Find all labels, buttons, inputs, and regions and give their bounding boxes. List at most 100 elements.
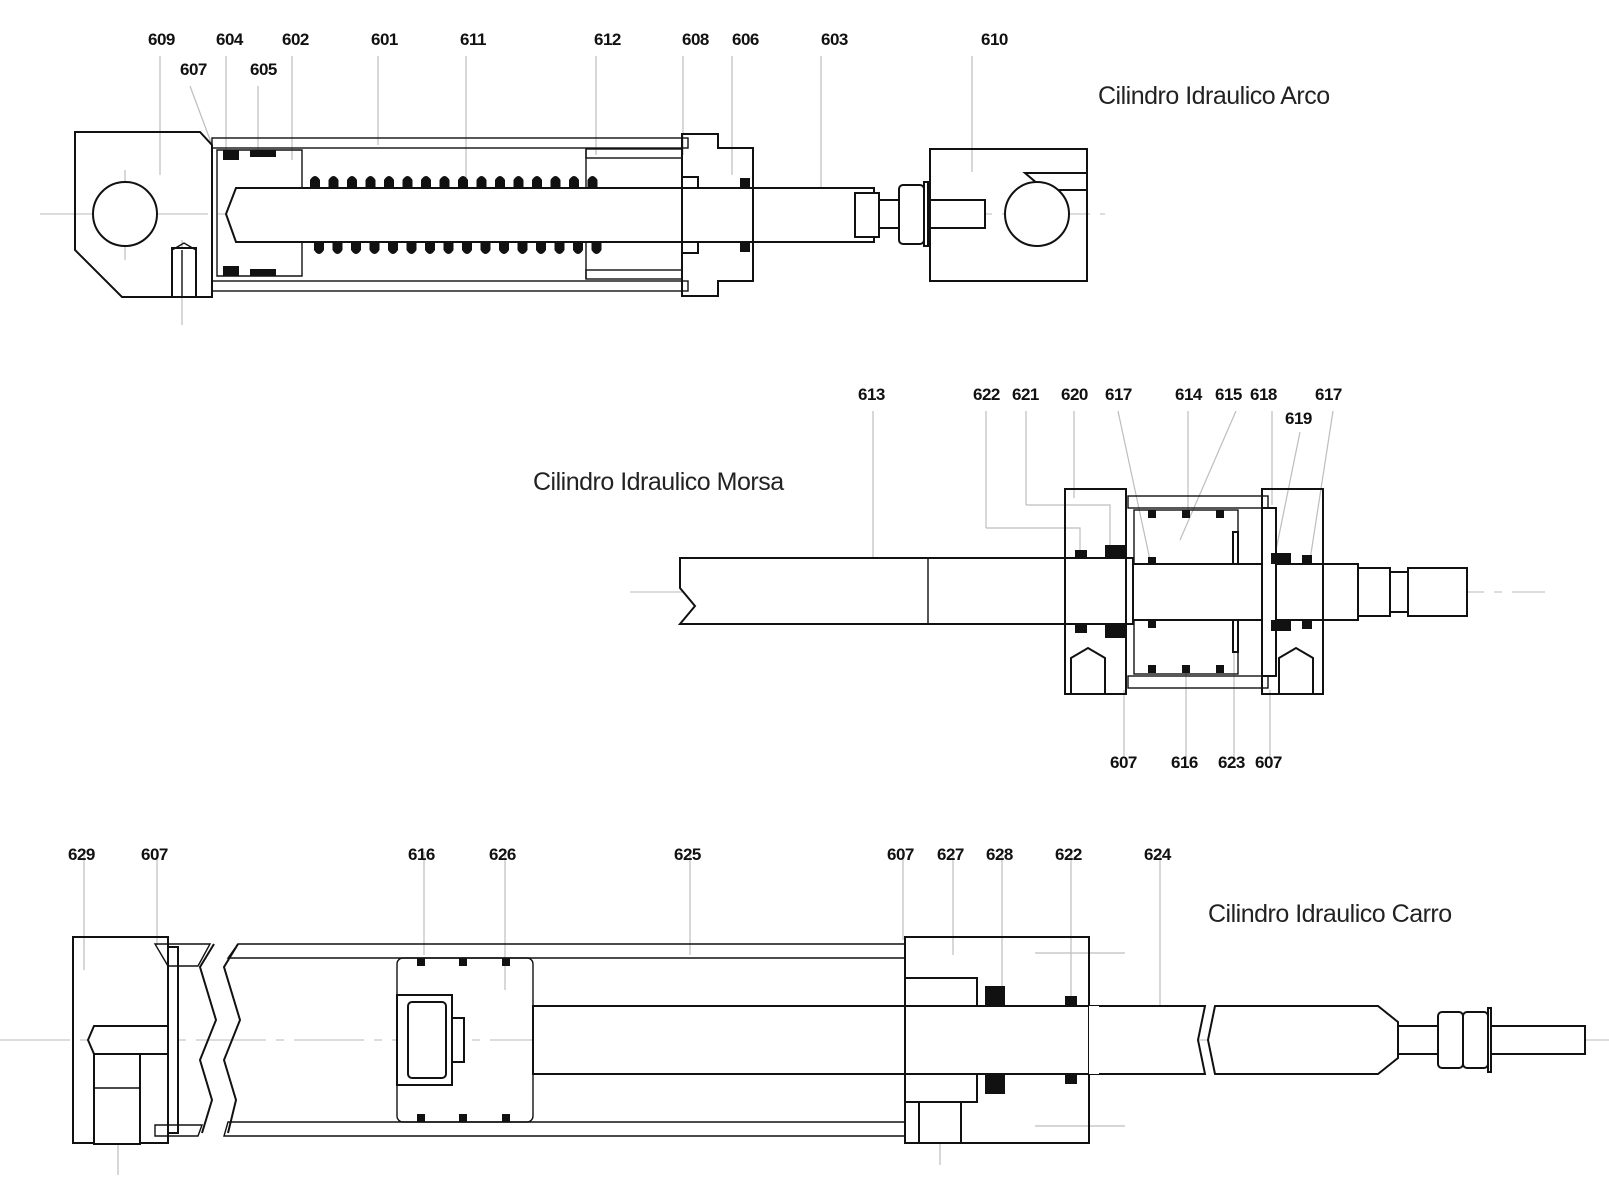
label-607: 607 <box>180 60 207 79</box>
cylinder-carro <box>0 852 1609 1175</box>
spring-coil-top <box>532 176 542 188</box>
label-611: 611 <box>460 30 486 49</box>
spring-coil-bottom <box>406 242 417 254</box>
label-620: 620 <box>1061 385 1088 404</box>
label-615: 615 <box>1215 385 1242 404</box>
label-612: 612 <box>594 30 621 49</box>
label-628: 628 <box>986 845 1013 864</box>
label-605: 605 <box>250 60 277 79</box>
seal-616 <box>417 958 425 966</box>
seal-619 <box>1271 553 1291 564</box>
spring-coil-bottom <box>499 242 509 254</box>
part-603-rod <box>224 187 875 243</box>
part-601-barrel-top <box>211 137 689 149</box>
part-608-head <box>681 133 754 297</box>
spring-coil-bottom <box>351 242 361 254</box>
pivot-hole <box>92 181 158 247</box>
part-625-barrel-top <box>226 943 906 959</box>
spring-coil-bottom <box>425 242 435 254</box>
labels-carro: 629 607 616 626 625 607 627 628 622 624 … <box>68 845 1452 928</box>
label-602: 602 <box>282 30 309 49</box>
part-625-barrel-bottom <box>223 1121 906 1137</box>
spring-coil-top <box>421 176 431 188</box>
spring-coil-bottom <box>369 242 380 254</box>
label-625: 625 <box>674 845 701 864</box>
spring-coil-bottom <box>388 242 398 254</box>
seal-617 <box>1148 557 1156 565</box>
seal-604 <box>223 150 239 160</box>
label-607b: 607 <box>1255 753 1282 772</box>
label-616: 616 <box>408 845 435 864</box>
label-622: 622 <box>973 385 1000 404</box>
spring-coil-top <box>347 176 357 188</box>
part-613-rod <box>677 557 1134 625</box>
seal-622b <box>1065 996 1077 1006</box>
title-carro: Cilindro Idraulico Carro <box>1208 900 1452 928</box>
label-607: 607 <box>1110 753 1137 772</box>
label-607b: 607 <box>887 845 914 864</box>
label-609: 609 <box>148 30 175 49</box>
label-617b: 617 <box>1315 385 1342 404</box>
spring-coil-top <box>384 176 394 188</box>
label-606: 606 <box>732 30 759 49</box>
part-612-sleeve <box>585 148 683 159</box>
part-601-barrel-bottom <box>211 280 689 292</box>
label-613: 613 <box>858 385 885 404</box>
label-623: 623 <box>1218 753 1245 772</box>
threaded-end <box>1490 1025 1586 1055</box>
part-609-rear-clevis <box>74 131 213 298</box>
labels-morsa: 613 622 621 620 617 614 615 618 617 619 … <box>533 385 1342 772</box>
title-arco: Cilindro Idraulico Arco <box>1098 82 1330 110</box>
spring-coil-top <box>439 176 450 188</box>
label-601: 601 <box>371 30 398 49</box>
spring-coil-bottom <box>517 242 528 254</box>
label-603: 603 <box>821 30 848 49</box>
part-611-spring <box>310 176 602 254</box>
label-616: 616 <box>1171 753 1198 772</box>
cylinder-morsa <box>630 410 1545 758</box>
spring-coil-top <box>569 176 579 188</box>
label-619: 619 <box>1285 409 1312 428</box>
spring-coil-top <box>587 176 598 188</box>
label-608: 608 <box>682 30 709 49</box>
label-607: 607 <box>141 845 168 864</box>
spring-coil-top <box>495 176 505 188</box>
label-604: 604 <box>216 30 244 49</box>
label-627: 627 <box>937 845 964 864</box>
spring-coil-bottom <box>573 242 583 254</box>
spring-coil-bottom <box>314 242 324 254</box>
lock-nut <box>898 184 925 245</box>
spring-coil-top <box>328 176 339 188</box>
spring-coil-top <box>513 176 524 188</box>
leader-lines-morsa <box>872 410 1334 758</box>
spring-coil-top <box>458 176 468 188</box>
spring-coil-bottom <box>443 242 454 254</box>
spring-coil-top <box>310 176 320 188</box>
cylinder-arco <box>40 56 1105 325</box>
label-629: 629 <box>68 845 95 864</box>
lock-nut-1 <box>1437 1011 1464 1069</box>
seal-606 <box>740 178 750 188</box>
title-morsa: Cilindro Idraulico Morsa <box>533 468 784 496</box>
spring-coil-bottom <box>536 242 546 254</box>
spring-coil-bottom <box>332 242 343 254</box>
spring-coil-bottom <box>591 242 602 254</box>
seal-605 <box>250 150 276 157</box>
seal-622 <box>1075 550 1087 558</box>
leader-lines-arco <box>159 56 973 205</box>
label-614: 614 <box>1175 385 1203 404</box>
spring-coil-top <box>402 176 413 188</box>
seal-628 <box>985 986 1005 1006</box>
labels-arco: 609 604 602 601 611 612 608 606 603 610 … <box>148 30 1330 110</box>
label-618: 618 <box>1250 385 1277 404</box>
label-617: 617 <box>1105 385 1132 404</box>
lock-nut-2 <box>1462 1011 1489 1069</box>
label-626: 626 <box>489 845 516 864</box>
label-621: 621 <box>1012 385 1039 404</box>
part-616-barrel <box>1127 675 1269 689</box>
piston-rod <box>1132 563 1359 621</box>
spring-coil-top <box>365 176 376 188</box>
spring-coil-bottom <box>480 242 491 254</box>
part-624-rod <box>532 1005 1207 1075</box>
